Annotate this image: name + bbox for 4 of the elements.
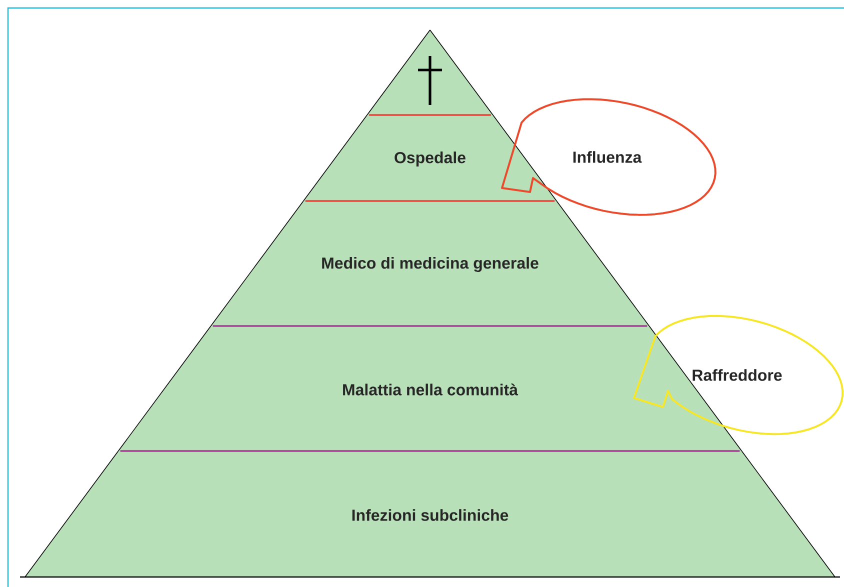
- speech-bubble: Raffreddore: [633, 314, 844, 436]
- speech-bubble: Influenza: [501, 98, 716, 216]
- pyramid-top: [366, 30, 494, 116]
- pyramid-band: Infezioni subcliniche: [24, 450, 836, 578]
